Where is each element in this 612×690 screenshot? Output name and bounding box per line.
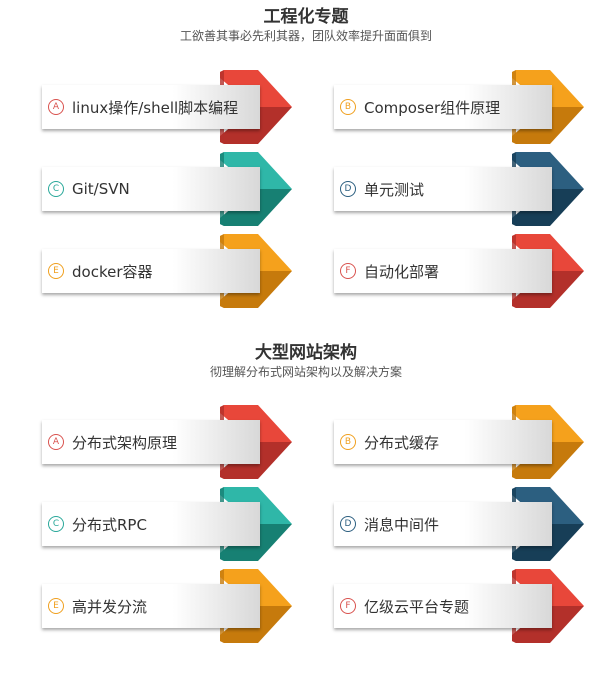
topic-item[interactable]: E docker容器	[42, 234, 292, 308]
topic-label: 分布式缓存	[364, 433, 440, 452]
letter-badge: C	[48, 181, 64, 197]
section-subtitle: 工欲善其事必先利其器，团队效率提升面面俱到	[179, 29, 432, 43]
topic-item[interactable]: F 自动化部署	[334, 234, 584, 308]
letter-badge: D	[340, 516, 356, 532]
topic-label: Git/SVN	[72, 180, 130, 198]
topic-item[interactable]: F 亿级云平台专题	[334, 569, 584, 643]
topic-card[interactable]: A linux操作/shell脚本编程	[42, 85, 260, 129]
letter-badge: E	[48, 263, 64, 279]
letter-badge: A	[48, 99, 64, 115]
topic-item[interactable]: E 高并发分流	[42, 569, 292, 643]
topic-item[interactable]: C 分布式RPC	[42, 487, 292, 561]
topic-card[interactable]: D 消息中间件	[334, 502, 552, 546]
topic-card[interactable]: B Composer组件原理	[334, 85, 552, 129]
topic-label: 亿级云平台专题	[364, 597, 470, 616]
topic-card[interactable]: F 自动化部署	[334, 249, 552, 293]
letter-badge: B	[340, 434, 356, 450]
letter-badge: F	[340, 598, 356, 614]
topic-card[interactable]: F 亿级云平台专题	[334, 584, 552, 628]
topic-label: 分布式架构原理	[72, 433, 178, 452]
letter-badge: C	[48, 516, 64, 532]
topic-item[interactable]: A linux操作/shell脚本编程	[42, 70, 292, 144]
topic-item[interactable]: B Composer组件原理	[334, 70, 584, 144]
section-title: 工程化专题	[263, 7, 349, 27]
topic-item[interactable]: A 分布式架构原理	[42, 405, 292, 479]
topic-card[interactable]: B 分布式缓存	[334, 420, 552, 464]
topic-card[interactable]: E docker容器	[42, 249, 260, 293]
letter-badge: F	[340, 263, 356, 279]
topic-label: 高并发分流	[72, 597, 148, 616]
topic-item[interactable]: B 分布式缓存	[334, 405, 584, 479]
topic-card[interactable]: A 分布式架构原理	[42, 420, 260, 464]
section-subtitle: 彻理解分布式网站架构以及解决方案	[209, 365, 402, 379]
topic-card[interactable]: C 分布式RPC	[42, 502, 260, 546]
topic-item[interactable]: D 单元测试	[334, 152, 584, 226]
topic-label: Composer组件原理	[364, 98, 501, 117]
letter-badge: B	[340, 99, 356, 115]
topic-card[interactable]: D 单元测试	[334, 167, 552, 211]
topic-item[interactable]: D 消息中间件	[334, 487, 584, 561]
section-title: 大型网站架构	[255, 343, 357, 363]
topic-label: linux操作/shell脚本编程	[72, 98, 239, 117]
topic-item[interactable]: C Git/SVN	[42, 152, 292, 226]
topic-label: docker容器	[72, 262, 153, 281]
topic-label: 自动化部署	[364, 262, 440, 281]
topic-label: 单元测试	[364, 180, 425, 199]
topic-card[interactable]: E 高并发分流	[42, 584, 260, 628]
letter-badge: A	[48, 434, 64, 450]
topic-label: 消息中间件	[364, 515, 440, 534]
topic-label: 分布式RPC	[72, 515, 147, 534]
letter-badge: D	[340, 181, 356, 197]
topic-card[interactable]: C Git/SVN	[42, 167, 260, 211]
letter-badge: E	[48, 598, 64, 614]
